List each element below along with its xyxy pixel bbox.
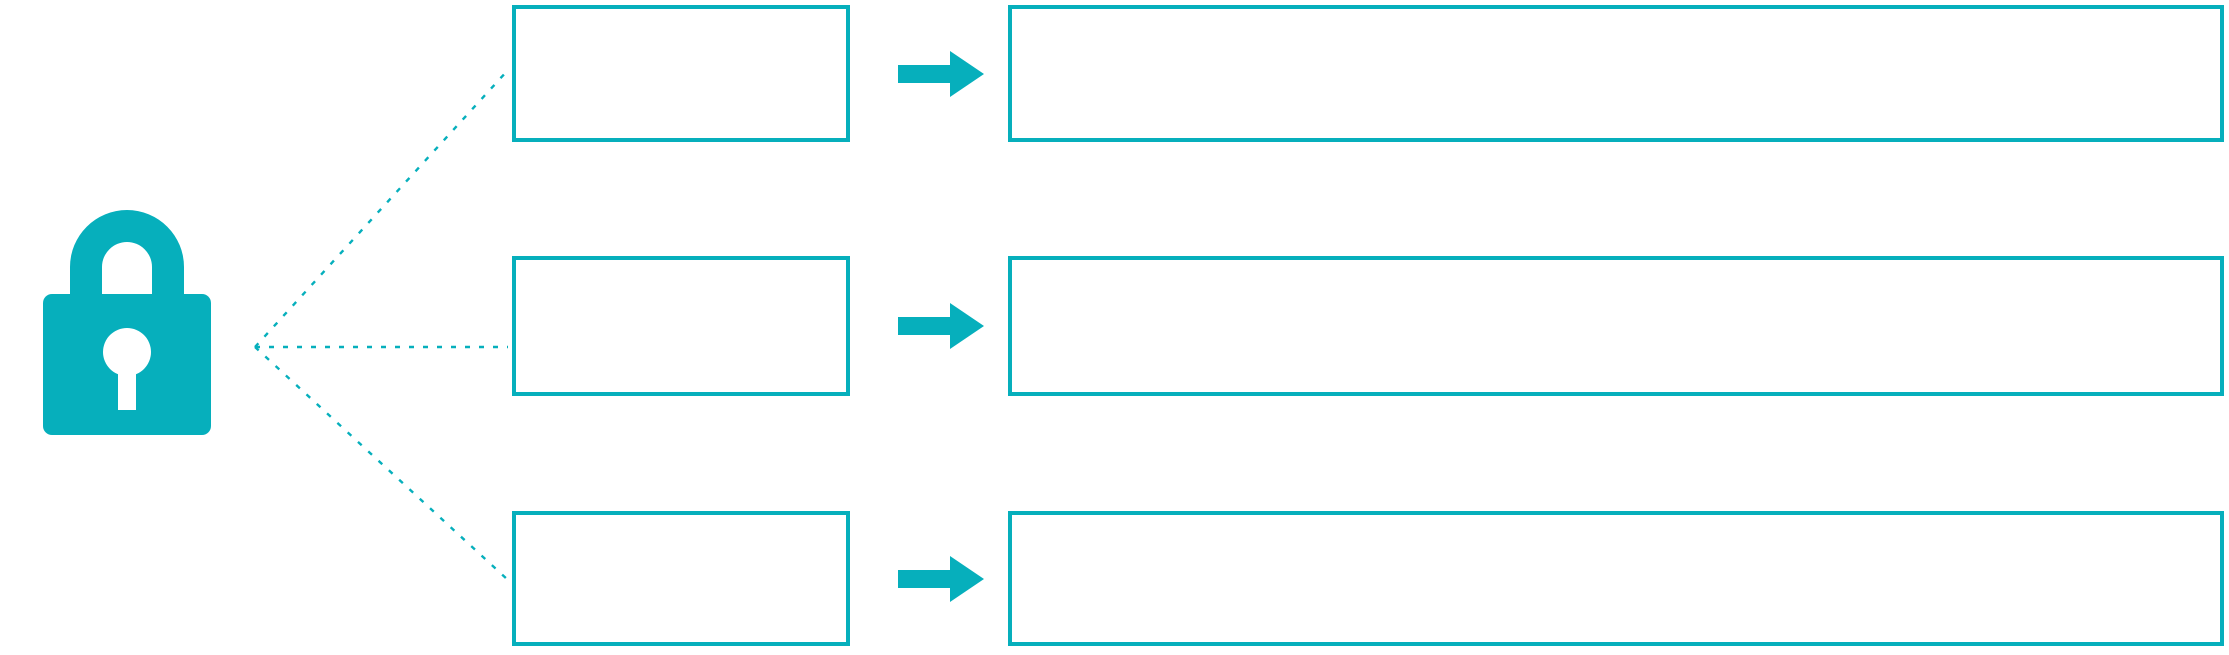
arrow-right-icon: [898, 303, 984, 349]
lock-shackle: [70, 210, 184, 305]
arrow-right-icon: [898, 50, 984, 97]
lock-keyhole-stem: [118, 365, 136, 410]
row-3-label-box[interactable]: [512, 511, 850, 646]
arrow-right-icon: [898, 555, 984, 602]
row-1-detail-box[interactable]: [1008, 5, 2224, 142]
row-3-detail-box[interactable]: [1008, 511, 2224, 646]
row-1-label-box[interactable]: [512, 5, 850, 142]
lock-icon: [43, 210, 211, 435]
row-2-label-box[interactable]: [512, 256, 850, 396]
row-2-detail-box[interactable]: [1008, 256, 2224, 396]
diagram-row: [0, 5, 2229, 142]
diagram-row: [0, 511, 2229, 646]
lock-keyhole-circle: [103, 328, 151, 376]
diagram-row: [0, 256, 2229, 396]
